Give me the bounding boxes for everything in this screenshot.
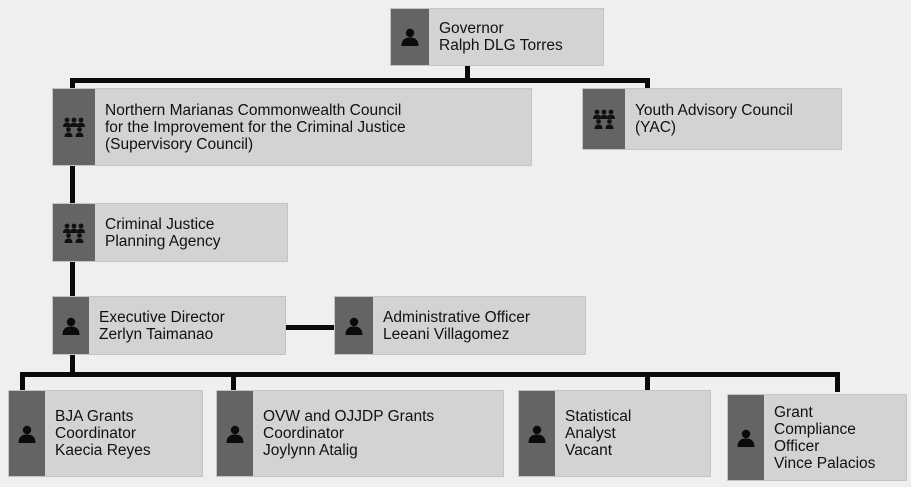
node-label-line: Leeani Villagomez bbox=[383, 325, 510, 343]
person-icon bbox=[61, 316, 81, 336]
node-label-line: Executive Director bbox=[99, 308, 225, 326]
node-label-line: BJA Grants bbox=[55, 408, 134, 425]
connector bbox=[645, 78, 650, 90]
node-label-line: Coordinator bbox=[263, 425, 344, 442]
icon-strip bbox=[53, 297, 89, 354]
node-label-line: Zerlyn Taimanao bbox=[99, 325, 214, 343]
node-label-line: Criminal Justice bbox=[105, 215, 215, 233]
person-icon bbox=[344, 316, 364, 336]
node-label-line: Joylynn Atalig bbox=[263, 442, 358, 459]
person-icon bbox=[225, 424, 245, 444]
person-icon bbox=[400, 27, 420, 47]
node-label-line: Administrative Officer bbox=[383, 308, 531, 326]
connector bbox=[70, 262, 75, 296]
icon-strip bbox=[335, 297, 373, 354]
node-label: Youth Advisory Council(YAC) bbox=[625, 89, 793, 149]
node-label-line: OVW and OJJDP Grants bbox=[263, 408, 435, 425]
node-label-line: Youth Advisory Council bbox=[635, 102, 793, 119]
node-label-line: Analyst bbox=[565, 425, 616, 442]
group-icon bbox=[61, 222, 87, 244]
icon-strip bbox=[391, 9, 429, 65]
connector bbox=[70, 166, 75, 204]
node-label-line: Grant bbox=[774, 403, 813, 421]
node-label-line: (YAC) bbox=[635, 119, 677, 136]
node-label-line: Kaecia Reyes bbox=[55, 442, 151, 459]
node-label-line: Northern Marianas Commonwealth Council bbox=[105, 101, 402, 119]
person-icon bbox=[527, 424, 547, 444]
person-icon bbox=[17, 424, 37, 444]
icon-strip bbox=[53, 204, 95, 261]
group-icon bbox=[591, 108, 617, 130]
node-label-line: Officer bbox=[774, 437, 820, 455]
connector bbox=[20, 372, 840, 377]
connector bbox=[70, 78, 650, 83]
connector bbox=[20, 372, 25, 392]
connector bbox=[465, 66, 470, 82]
person-icon bbox=[736, 428, 756, 448]
node-youth-advisory-council[interactable]: Youth Advisory Council(YAC) bbox=[582, 88, 842, 150]
icon-strip bbox=[9, 391, 45, 476]
icon-strip bbox=[583, 89, 625, 149]
icon-strip bbox=[53, 89, 95, 165]
connector bbox=[70, 355, 75, 375]
connector bbox=[286, 325, 336, 330]
node-label-line: for the Improvement for the Criminal Jus… bbox=[105, 118, 406, 136]
connector bbox=[645, 372, 650, 392]
icon-strip bbox=[519, 391, 555, 476]
node-label-line: Vince Palacios bbox=[774, 454, 876, 472]
connector bbox=[231, 372, 236, 392]
group-icon bbox=[61, 116, 87, 138]
node-label-line: Compliance bbox=[774, 420, 856, 438]
node-label-line: Statistical bbox=[565, 408, 632, 425]
node-label-line: Coordinator bbox=[55, 425, 136, 442]
node-label-line: Ralph DLG Torres bbox=[439, 37, 563, 54]
node-label-line: Governor bbox=[439, 20, 504, 37]
node-label-line: (Supervisory Council) bbox=[105, 135, 254, 153]
connector bbox=[70, 78, 75, 90]
icon-strip bbox=[217, 391, 253, 476]
node-label-line: Vacant bbox=[565, 442, 613, 459]
connector bbox=[835, 372, 840, 392]
node-label-line: Planning Agency bbox=[105, 232, 221, 250]
icon-strip bbox=[728, 395, 764, 480]
